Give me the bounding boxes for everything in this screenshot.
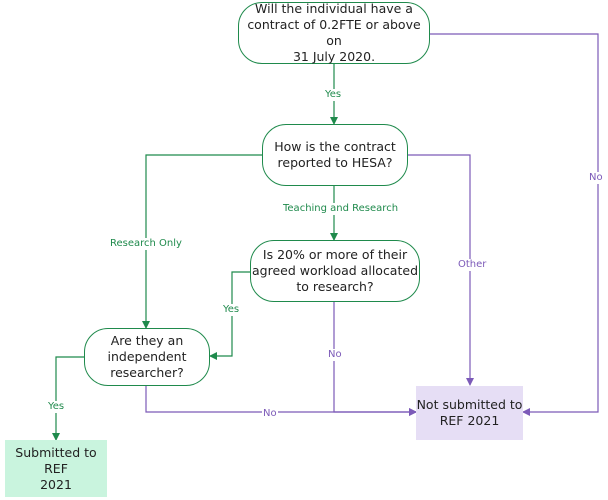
node-not-submitted: Not submitted to REF 2021 xyxy=(416,386,523,440)
edge-label-no-workload: No xyxy=(327,349,343,361)
edge-label-teaching-research: Teaching and Research xyxy=(282,203,400,215)
node-contract-question: Will the individual have a contract of 0… xyxy=(238,1,430,64)
edge-hesa-to-not-submitted xyxy=(408,154,474,386)
edge-label-yes-contract: Yes xyxy=(324,89,343,101)
edge-independent-to-not-submitted xyxy=(145,386,417,416)
edge-contract-to-not-submitted xyxy=(430,33,599,416)
node-submitted: Submitted to REF 2021 xyxy=(5,440,107,497)
edge-label-research-only: Research Only xyxy=(109,238,183,250)
edge-workload-to-not-submitted xyxy=(333,302,417,416)
node-hesa-question: How is the contract reported to HESA? xyxy=(262,124,408,186)
edge-label-yes-workload: Yes xyxy=(222,304,241,316)
edge-label-other: Other xyxy=(457,259,488,271)
edge-label-no-contract: No xyxy=(588,172,604,184)
edge-label-no-independent: No xyxy=(262,408,278,420)
edge-hesa-to-independent xyxy=(142,154,262,329)
node-workload-question: Is 20% or more of their agreed workload … xyxy=(250,240,420,302)
node-independent-question: Are they an independent researcher? xyxy=(84,328,210,386)
edge-label-yes-independent: Yes xyxy=(47,401,66,413)
edge-independent-to-submitted xyxy=(52,356,84,441)
